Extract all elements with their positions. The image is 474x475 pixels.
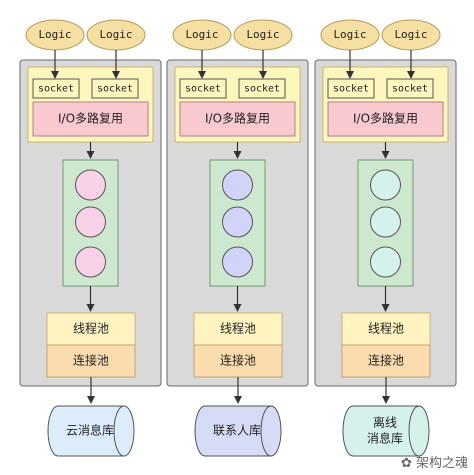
- wechat-icon: ✿: [400, 456, 412, 471]
- queue-item: [75, 246, 106, 278]
- connection-pool-label: 连接池: [73, 353, 109, 368]
- connection-pool-box: [341, 344, 431, 378]
- io-multiplexing-box: [32, 101, 149, 137]
- connection-pool-label: 连接池: [220, 353, 256, 368]
- thread-pool-box: [46, 312, 136, 346]
- socket-box: [91, 78, 139, 99]
- socket-box: [386, 78, 434, 99]
- database-label: 离线: [373, 415, 397, 430]
- io-multiplexing-box: [179, 101, 296, 137]
- socket-label: socket: [97, 84, 133, 95]
- socket-label: socket: [244, 84, 280, 95]
- socket-label: socket: [333, 84, 369, 95]
- connection-pool-box: [193, 344, 283, 378]
- queue-item: [75, 169, 106, 201]
- watermark: ✿ 架构之魂: [401, 452, 468, 471]
- thread-pool-label: 线程池: [368, 321, 404, 336]
- thread-pool-label: 线程池: [73, 321, 109, 336]
- thread-pool-box: [341, 312, 431, 346]
- queue-item: [222, 246, 253, 278]
- queue-item: [370, 206, 401, 238]
- logic-label: Logic: [185, 28, 218, 41]
- logic-label: Logic: [99, 28, 132, 41]
- connection-pool-label: 连接池: [368, 353, 404, 368]
- database-rim: [113, 405, 125, 457]
- watermark-text: 架构之魂: [415, 456, 468, 471]
- connection-pool-box: [46, 344, 136, 378]
- socket-label: socket: [392, 84, 428, 95]
- io-multiplexing-label: I/O多路复用: [58, 111, 123, 126]
- database-rim: [260, 405, 272, 457]
- socket-box: [32, 78, 80, 99]
- io-multiplexing-label: I/O多路复用: [353, 111, 418, 126]
- database-cylinder: 联系人库: [194, 405, 282, 457]
- queue-item: [370, 246, 401, 278]
- io-multiplexing-box: [327, 101, 444, 137]
- queue-item: [370, 169, 401, 201]
- logic-label: Logic: [333, 28, 366, 41]
- database-label: 联系人库: [213, 423, 261, 438]
- logic-label: Logic: [38, 28, 71, 41]
- thread-pool-box: [193, 312, 283, 346]
- logic-label: Logic: [246, 28, 279, 41]
- io-multiplexing-label: I/O多路复用: [205, 111, 270, 126]
- database-rim: [408, 405, 420, 457]
- queue-item: [75, 206, 106, 238]
- socket-label: socket: [38, 84, 74, 95]
- database-label: 消息库: [367, 431, 403, 446]
- thread-pool-label: 线程池: [220, 321, 256, 336]
- database-cylinder: 云消息库: [47, 405, 135, 457]
- logic-label: Logic: [394, 28, 427, 41]
- socket-box: [238, 78, 286, 99]
- queue-item: [222, 206, 253, 238]
- socket-box: [179, 78, 227, 99]
- queue-item: [222, 169, 253, 201]
- socket-box: [327, 78, 375, 99]
- database-label: 云消息库: [66, 423, 114, 438]
- socket-label: socket: [185, 84, 221, 95]
